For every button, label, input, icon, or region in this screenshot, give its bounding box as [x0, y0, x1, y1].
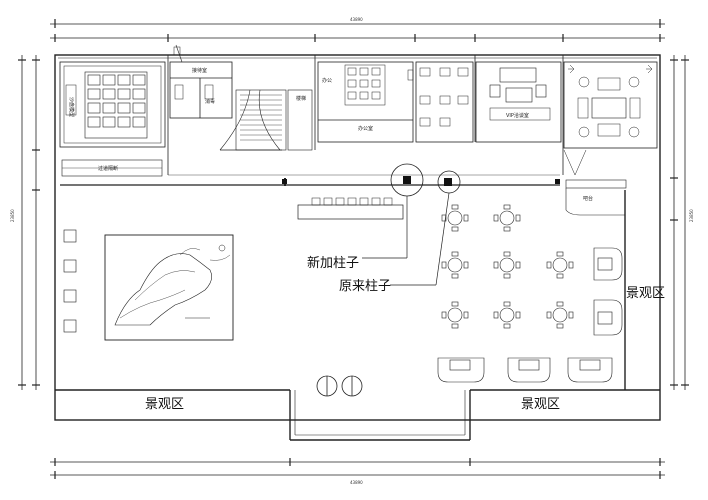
office-1-label: 办公	[322, 77, 332, 84]
stair-label: 楼梯	[296, 95, 306, 102]
dim-top-total: 43890	[350, 17, 363, 22]
bar-counter	[565, 179, 627, 216]
corridor-divider	[61, 159, 163, 177]
meeting-label: VIP洽谈室	[506, 112, 529, 119]
restroom-block	[167, 44, 233, 175]
office-2-label: 办公室	[358, 125, 373, 132]
landscape-zone-bottom-left: 景观区	[145, 397, 184, 412]
entrance-doors	[316, 375, 363, 397]
dining-tables	[441, 204, 574, 329]
sofa-booths	[437, 247, 623, 383]
lounge-room	[563, 61, 658, 176]
interior-partitions	[60, 55, 564, 186]
new-column-label: 新加柱子	[307, 255, 359, 271]
site-plan-board	[104, 234, 234, 341]
display-niches	[63, 229, 77, 333]
corridor-label: 过道隔断	[98, 165, 118, 172]
room-b-label: 消毒	[205, 98, 215, 105]
office-room-2	[415, 61, 474, 143]
model-table-label: 沙盘模型	[68, 97, 75, 117]
stair	[219, 89, 313, 151]
landscape-zone-bottom-right: 景观区	[521, 397, 560, 412]
dim-bottom-total: 43890	[350, 480, 363, 485]
reception-desk	[297, 197, 404, 220]
counter-label: 吧台	[583, 195, 593, 202]
dim-right-total: 23850	[689, 209, 694, 222]
outer-walls	[54, 54, 661, 441]
model-room	[59, 61, 166, 148]
room-a-label: 接待室	[192, 67, 207, 74]
landscape-zone-right: 景观区	[626, 286, 665, 301]
column-callouts	[282, 163, 560, 286]
original-column-label: 原来柱子	[339, 279, 391, 294]
office-room-1	[317, 61, 414, 143]
dim-left-total: 23850	[10, 209, 15, 222]
vip-room	[475, 61, 562, 143]
dimension-lines	[18, 19, 689, 479]
